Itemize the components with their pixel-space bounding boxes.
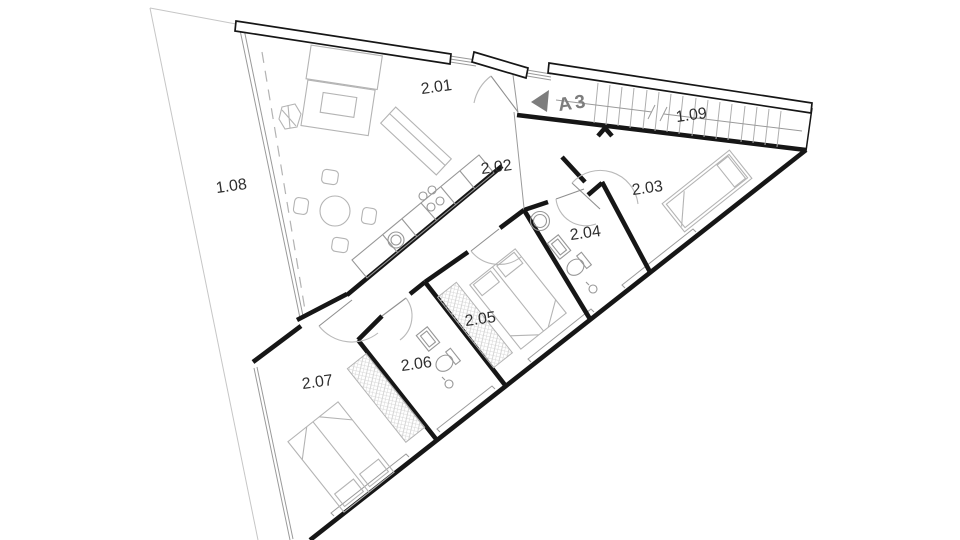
bathroom-2-04 bbox=[529, 210, 598, 294]
room-labels: 2.01 2.02 2.03 2.04 2.05 2.06 2.07 1.08 … bbox=[215, 77, 708, 393]
wall-2-04-2-05 bbox=[522, 208, 592, 321]
door-2-04 bbox=[555, 188, 597, 227]
wall-hall-2-03 bbox=[560, 155, 587, 184]
southwest-wall-b bbox=[251, 324, 303, 364]
kitchen-sink-icon bbox=[387, 231, 405, 249]
bed-2-03 bbox=[661, 149, 753, 233]
roof-overhang-dashed-line bbox=[261, 51, 307, 317]
stair-wall-notch bbox=[596, 124, 614, 138]
room-label-2-05: 2.05 bbox=[464, 309, 497, 330]
room-label-2-03: 2.03 bbox=[631, 178, 664, 199]
bedroom-2-05 bbox=[436, 248, 567, 369]
window-sills bbox=[330, 228, 697, 517]
entry-pier-wall bbox=[471, 50, 529, 80]
kitchen-counter bbox=[351, 154, 495, 279]
sofa bbox=[300, 44, 383, 137]
exterior-walls bbox=[234, 20, 813, 540]
southeast-wall bbox=[308, 148, 808, 540]
stair-treads bbox=[593, 82, 782, 148]
living-room-furniture bbox=[278, 44, 495, 279]
area-label-1-08: 1.08 bbox=[215, 176, 248, 197]
section-marker-a3: A3 bbox=[531, 90, 590, 116]
wall-2-05-nw-a bbox=[498, 208, 526, 230]
room-label-2-07: 2.07 bbox=[301, 372, 334, 393]
bedroom-2-07 bbox=[287, 353, 426, 513]
entry-door bbox=[473, 75, 519, 113]
door-2-05 bbox=[470, 228, 522, 266]
wall-2-06-nw-b bbox=[356, 314, 384, 342]
stair-inner-wall bbox=[516, 112, 807, 153]
wardrobe-2-05 bbox=[436, 281, 514, 369]
stair-end-cap bbox=[805, 107, 813, 152]
wall-2-05-nw-b bbox=[423, 250, 470, 284]
wall-2-03-2-04 bbox=[599, 180, 653, 274]
wall-2-06-nw-a bbox=[408, 280, 427, 296]
door-2-06 bbox=[381, 297, 413, 341]
section-marker-label: A3 bbox=[557, 91, 590, 116]
wall-2-05-2-06 bbox=[423, 280, 507, 387]
plant bbox=[278, 103, 302, 130]
wardrobe-2-07 bbox=[346, 353, 426, 443]
tv-bench bbox=[379, 106, 453, 176]
toilet-icon bbox=[435, 347, 462, 372]
stair-label-1-09: 1.09 bbox=[675, 105, 708, 126]
stair-direction-line bbox=[555, 99, 803, 132]
site-boundary-lines bbox=[149, 7, 307, 540]
southwest-wall-a bbox=[295, 291, 349, 323]
bed-2-05 bbox=[469, 248, 567, 350]
bed-2-07 bbox=[287, 401, 395, 513]
bathroom-2-06 bbox=[415, 326, 462, 389]
sink-icon bbox=[546, 234, 572, 260]
floor-drain-icon bbox=[585, 281, 598, 294]
wall-2-04-nw-b bbox=[523, 199, 549, 213]
door-2-07 bbox=[318, 299, 379, 343]
door-2-03 bbox=[571, 169, 639, 210]
washbasin-round-icon bbox=[529, 210, 551, 232]
stove-icon bbox=[418, 185, 445, 212]
doors bbox=[318, 75, 639, 343]
room-label-2-06: 2.06 bbox=[400, 354, 433, 375]
staircase bbox=[555, 82, 803, 148]
room-label-2-02: 2.02 bbox=[480, 157, 513, 178]
toilet-icon bbox=[566, 251, 593, 276]
wall-2-06-2-07 bbox=[356, 338, 438, 441]
room-label-2-01: 2.01 bbox=[420, 77, 453, 98]
sink-icon bbox=[415, 326, 441, 352]
dining-set bbox=[292, 168, 378, 254]
room-label-2-04: 2.04 bbox=[569, 223, 602, 244]
section-arrow-icon bbox=[531, 90, 549, 112]
north-wall bbox=[234, 20, 452, 65]
wall-2-04-nw-a bbox=[586, 181, 604, 197]
facade-glazing bbox=[239, 28, 552, 540]
hall-floor-edge bbox=[513, 111, 525, 209]
floor-drain-icon bbox=[441, 376, 454, 389]
entry-jamb-line bbox=[512, 74, 519, 114]
